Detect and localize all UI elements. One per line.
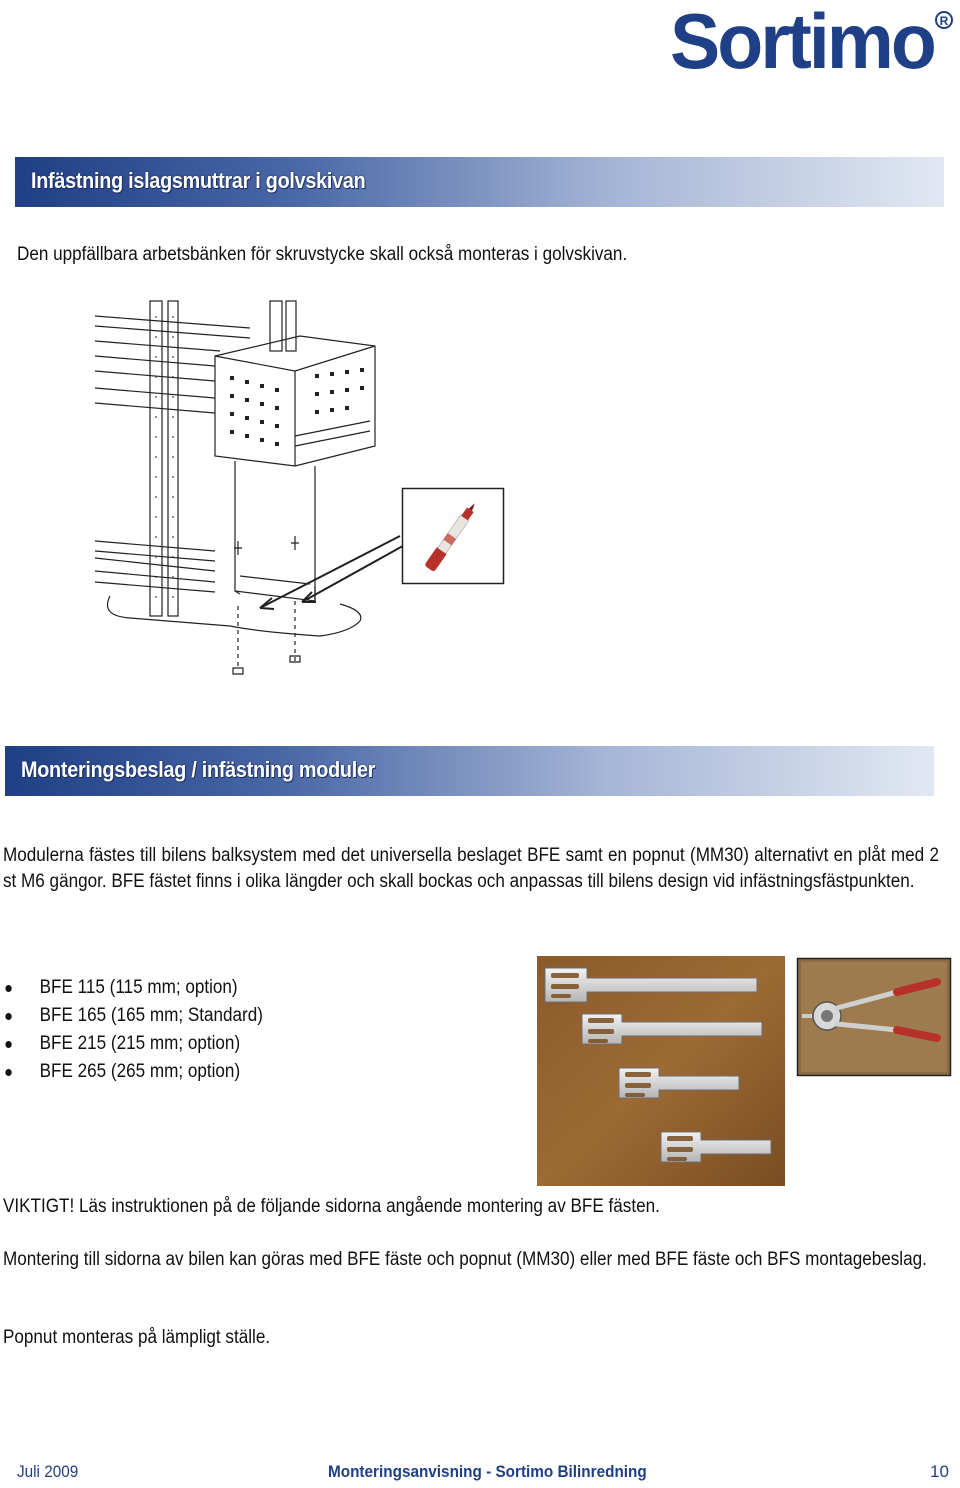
footer-title: Monteringsanvisning - Sortimo Bilinredni…	[328, 1462, 647, 1481]
section-header-band: Infästning islagsmuttrar i golvskivan	[15, 157, 944, 207]
logo-text: Sortimo	[670, 0, 934, 85]
section-title: Infästning islagsmuttrar i golvskivan	[31, 168, 366, 193]
section-title: Monteringsbeslag / infästning moduler	[21, 757, 376, 782]
page-number: 10	[930, 1462, 949, 1481]
popnut-tool-icon	[802, 978, 941, 1042]
footer-date: Juli 2009	[17, 1462, 79, 1481]
red-marker-pen-icon	[425, 503, 475, 572]
list-item: BFE 215 (215 mm; option)	[0, 1030, 468, 1058]
section-paragraph: Montering till sidorna av bilen kan göra…	[3, 1249, 927, 1270]
section-paragraph: Modulerna fästes till bilens balksystem …	[3, 845, 939, 892]
section-intro: Den uppfällbara arbetsbänken för skruvst…	[17, 244, 628, 265]
bfe-size-list: BFE 115 (115 mm; option) BFE 165 (165 mm…	[0, 974, 468, 1086]
list-item: BFE 165 (165 mm; Standard)	[0, 1002, 468, 1030]
popnut-tool-photo	[796, 957, 952, 1077]
bfe-brackets-photo	[537, 956, 785, 1186]
sortimo-logo: Sortimo R	[670, 0, 953, 85]
list-item: BFE 265 (265 mm; option)	[0, 1058, 468, 1086]
list-item: BFE 115 (115 mm; option)	[0, 974, 468, 1002]
section-header-band: Monteringsbeslag / infästning moduler	[5, 746, 934, 796]
marker-pen-inset	[401, 487, 505, 585]
warning-text: VIKTIGT! Läs instruktionen på de följand…	[3, 1196, 660, 1217]
workbench-diagram	[94, 300, 411, 675]
svg-text:R: R	[940, 14, 949, 28]
section-paragraph: Popnut monteras på lämpligt ställe.	[3, 1327, 271, 1348]
